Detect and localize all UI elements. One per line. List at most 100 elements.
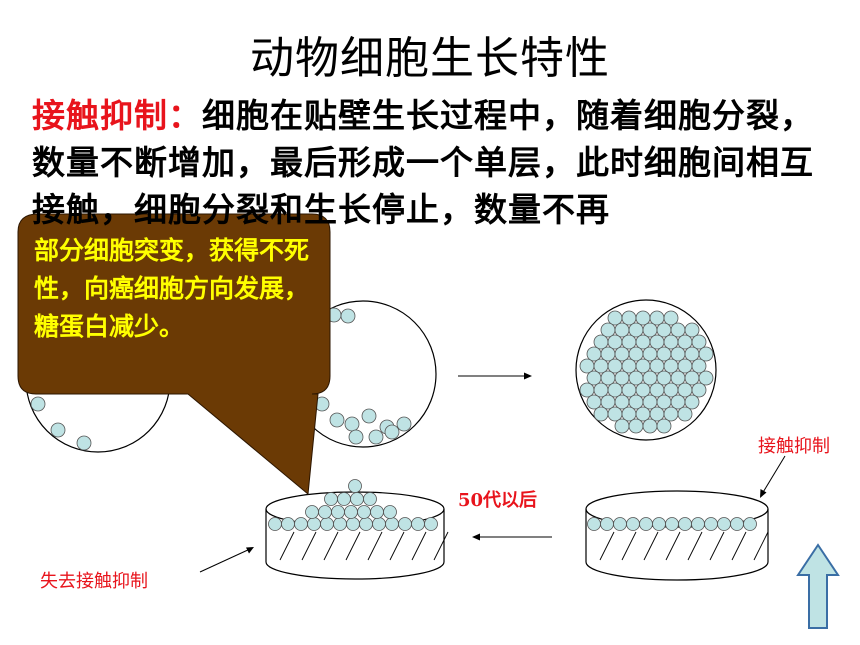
- cell: [607, 334, 623, 350]
- cell: [698, 346, 714, 362]
- cell: [372, 517, 386, 531]
- cell: [621, 310, 637, 326]
- cell: [649, 334, 665, 350]
- cell: [663, 406, 679, 422]
- cell: [677, 382, 693, 398]
- cell: [305, 505, 319, 519]
- up-arrow-icon[interactable]: [796, 543, 840, 629]
- cell: [361, 408, 377, 424]
- cell: [607, 406, 623, 422]
- cell: [50, 422, 66, 438]
- cell: [383, 505, 397, 519]
- cell: [704, 517, 718, 531]
- cell: [691, 382, 707, 398]
- cell: [635, 358, 651, 374]
- cell: [320, 517, 334, 531]
- term-contact-inhibition: 接触抑制：: [32, 96, 202, 135]
- cell: [691, 358, 707, 374]
- cell: [614, 322, 630, 338]
- cell: [586, 394, 602, 410]
- cell: [649, 382, 665, 398]
- cell: [642, 370, 658, 386]
- cell: [663, 358, 679, 374]
- cells-monolayer: [579, 310, 714, 434]
- callout-text: 部分细胞突变，获得不死性，向癌细胞方向发展，糖蛋白减少。: [34, 236, 310, 341]
- cell: [579, 382, 595, 398]
- cell: [670, 394, 686, 410]
- cell: [670, 322, 686, 338]
- cell: [344, 416, 360, 432]
- cell: [294, 517, 308, 531]
- definition-text: 细胞在贴壁生长过程中，随着细胞分裂，数量不断增加，最后形成一个单层，此时细胞间相…: [32, 96, 814, 229]
- cell: [30, 396, 46, 412]
- cell: [607, 310, 623, 326]
- cell: [368, 429, 384, 445]
- cell: [579, 358, 595, 374]
- cell: [691, 334, 707, 350]
- cell: [628, 418, 644, 434]
- cell: [411, 517, 425, 531]
- cell: [318, 505, 332, 519]
- cell: [639, 517, 653, 531]
- cell: [621, 334, 637, 350]
- cell: [743, 517, 757, 531]
- cell: [337, 492, 351, 506]
- cell: [348, 429, 364, 445]
- cell: [684, 370, 700, 386]
- cell: [333, 517, 347, 531]
- cell: [730, 517, 744, 531]
- definition-paragraph: 接触抑制：细胞在贴壁生长过程中，随着细胞分裂，数量不断增加，最后形成一个单层，此…: [32, 92, 842, 233]
- slide-title: 动物细胞生长特性: [250, 33, 610, 84]
- cell: [621, 358, 637, 374]
- cell: [621, 406, 637, 422]
- cell: [600, 394, 616, 410]
- callout-bubble: [17, 213, 331, 495]
- cell: [329, 412, 345, 428]
- cell: [684, 346, 700, 362]
- cell: [649, 358, 665, 374]
- cell: [670, 370, 686, 386]
- cell: [331, 505, 345, 519]
- cell: [628, 346, 644, 362]
- cell: [684, 394, 700, 410]
- cell: [656, 346, 672, 362]
- cell: [628, 370, 644, 386]
- cell: [600, 370, 616, 386]
- cell: [614, 346, 630, 362]
- cells-sparse: [30, 396, 92, 451]
- cell: [344, 505, 358, 519]
- cell: [642, 346, 658, 362]
- cell: [677, 358, 693, 374]
- label-50-generations: 50代以后: [458, 490, 538, 511]
- cell: [628, 322, 644, 338]
- cell: [324, 492, 338, 506]
- cell: [635, 382, 651, 398]
- arrow-lost-label: [199, 548, 251, 573]
- cell: [600, 517, 614, 531]
- cell: [626, 517, 640, 531]
- cell: [396, 416, 412, 432]
- cell: [268, 517, 282, 531]
- cell: [587, 517, 601, 531]
- cell: [593, 334, 609, 350]
- cell: [678, 517, 692, 531]
- cell: [363, 492, 377, 506]
- cell: [642, 394, 658, 410]
- cell: [384, 424, 400, 440]
- cell: [586, 370, 602, 386]
- cell: [613, 517, 627, 531]
- cell: [649, 406, 665, 422]
- cell: [593, 358, 609, 374]
- cell: [350, 492, 364, 506]
- cell: [663, 310, 679, 326]
- cell: [691, 517, 705, 531]
- cell: [656, 370, 672, 386]
- cell: [76, 435, 92, 451]
- cell: [649, 310, 665, 326]
- cell: [346, 517, 360, 531]
- cell: [614, 370, 630, 386]
- cell: [665, 517, 679, 531]
- culture-dish-confluent: [575, 299, 717, 441]
- cell: [607, 382, 623, 398]
